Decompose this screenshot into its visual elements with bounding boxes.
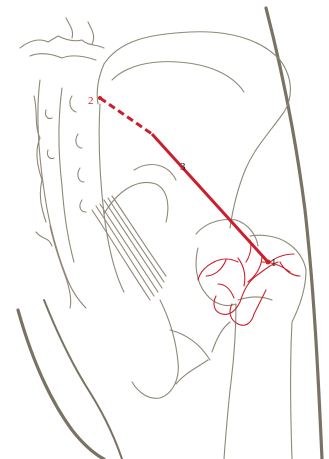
ischial-tuberosity — [132, 300, 178, 398]
sacral-foramen-4 — [80, 200, 86, 212]
point-1-marker — [266, 260, 271, 265]
vessel-branch-8 — [254, 290, 266, 314]
point-2-marker — [98, 96, 102, 100]
line-solid-segment — [152, 134, 268, 262]
sciatic-notch — [104, 182, 168, 222]
coccyx-left — [36, 232, 52, 246]
pubic-ramus — [176, 360, 208, 384]
sacral-notch-1 — [45, 110, 52, 119]
vessel-branch-1 — [218, 284, 234, 298]
lumbar-vertebra-top — [20, 36, 104, 48]
sacral-foramen-3 — [78, 168, 84, 182]
label-line-3: 3 — [180, 161, 186, 173]
obturator-edge — [212, 322, 230, 352]
label-point-2: 2 — [88, 95, 94, 107]
pelvic-bones — [20, 18, 306, 459]
left-buttock-contour — [18, 310, 104, 459]
vessel-loop-right — [230, 304, 254, 325]
line-dashed-segment — [100, 98, 152, 134]
sacral-foramen-1 — [70, 96, 76, 112]
sacral-foramen-2 — [76, 134, 82, 148]
vessel-branch-3 — [248, 256, 262, 282]
vessel-branch-2 — [238, 258, 245, 286]
vessel-branch-9 — [198, 262, 214, 280]
ischial-spine — [134, 165, 176, 180]
gluteal-cleft — [44, 300, 122, 459]
trochanter-lateral — [292, 270, 306, 322]
femur-shaft-medial — [224, 304, 236, 459]
vertebra-spinous — [88, 22, 94, 44]
sacral-crest — [59, 88, 74, 262]
vessel-branch-5 — [206, 260, 226, 276]
vertebra-process — [66, 18, 73, 38]
femur-shaft-lateral — [291, 322, 293, 459]
sacral-notch-2 — [47, 150, 54, 159]
label-point-1: 1 — [271, 257, 277, 269]
right-body-contour — [266, 8, 322, 459]
iliac-inner-line — [112, 62, 244, 92]
sacrotuberous-ligament — [92, 196, 166, 300]
coccyx — [50, 226, 71, 308]
lumbar-vertebra-body — [30, 54, 96, 60]
vessel-branch-11 — [280, 262, 300, 276]
vessel-network — [198, 240, 300, 325]
sacrum-right-border — [99, 104, 124, 292]
intertrochanteric-line — [238, 297, 272, 300]
iliac-crest — [104, 32, 290, 228]
